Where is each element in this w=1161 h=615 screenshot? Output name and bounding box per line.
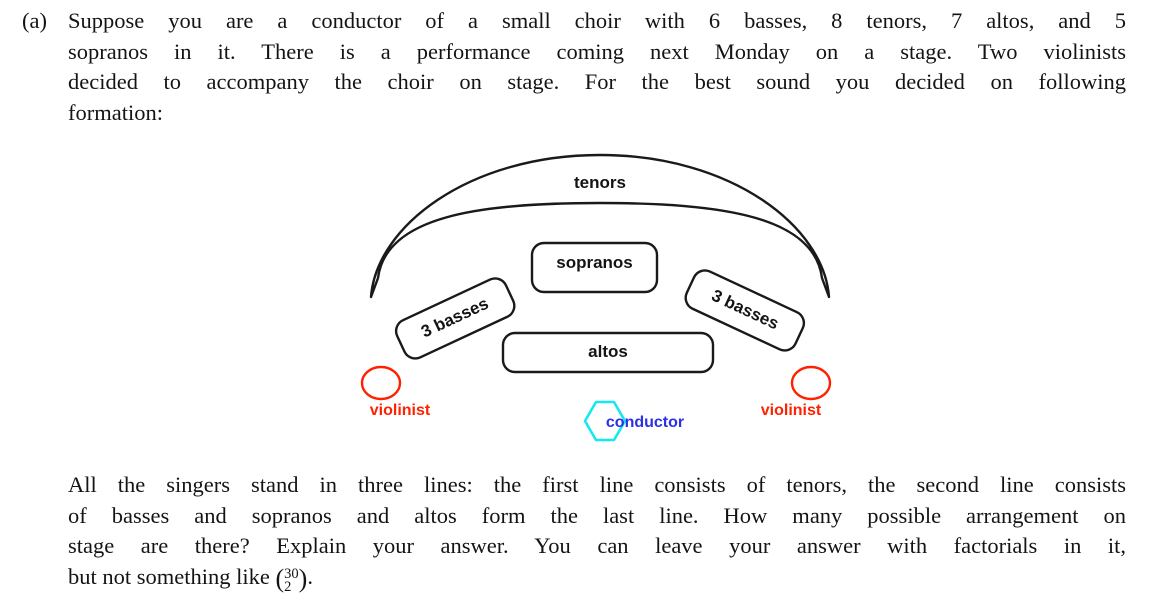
binom-left-paren: ( xyxy=(275,564,285,594)
sopranos-label: sopranos xyxy=(556,253,633,272)
conductor-hexagon-shape xyxy=(583,400,627,442)
binom-bottom: 2 xyxy=(284,579,292,596)
altos-box-shape xyxy=(501,331,715,374)
tenors-arc-shape xyxy=(369,153,831,299)
intro-line-1: Suppose you are a conductor of a small c… xyxy=(68,8,1126,33)
basses-right-box-shape xyxy=(684,269,806,352)
question-line-2: of basses and sopranos and altos form th… xyxy=(68,502,1126,528)
basses-left-box-shape xyxy=(394,277,516,360)
altos-label: altos xyxy=(588,342,628,361)
violinist-right-label: violinist xyxy=(760,402,822,419)
question-trailing-period: . xyxy=(307,563,313,589)
intro-line-2: sopranos in it. There is a performance c… xyxy=(68,38,1126,64)
choir-stage-formation-diagram: tenors sopranos altos 3 basses 3 basses … xyxy=(340,145,860,450)
question-line-4-text: but not something like xyxy=(68,563,276,589)
violinist-left-label: violinist xyxy=(369,402,431,419)
tenors-label: tenors xyxy=(574,173,626,192)
sopranos-box-shape xyxy=(530,241,659,294)
problem-marker: (a) xyxy=(22,8,47,33)
binom-top: 30 xyxy=(284,565,299,582)
conductor-label: conductor xyxy=(605,414,685,431)
problem-intro-body: Suppose you are a conductor of a small c… xyxy=(68,6,1126,128)
intro-line-3: decided to accompany the choir on stage.… xyxy=(68,69,1126,95)
problem-statement-intro: (a) Suppose you are a conductor of a sma… xyxy=(22,6,1126,128)
violinist-left-circle-shape xyxy=(360,365,402,401)
question-line-3: stage are there? Explain your answer. Yo… xyxy=(68,533,1126,559)
violinist-right-circle-shape xyxy=(790,365,832,401)
intro-line-4: formation: xyxy=(68,99,163,125)
question-line-1: All the singers stand in three lines: th… xyxy=(68,472,1126,497)
problem-statement-question: All the singers stand in three lines: th… xyxy=(68,470,1126,595)
binom-right-paren: ) xyxy=(298,564,308,594)
